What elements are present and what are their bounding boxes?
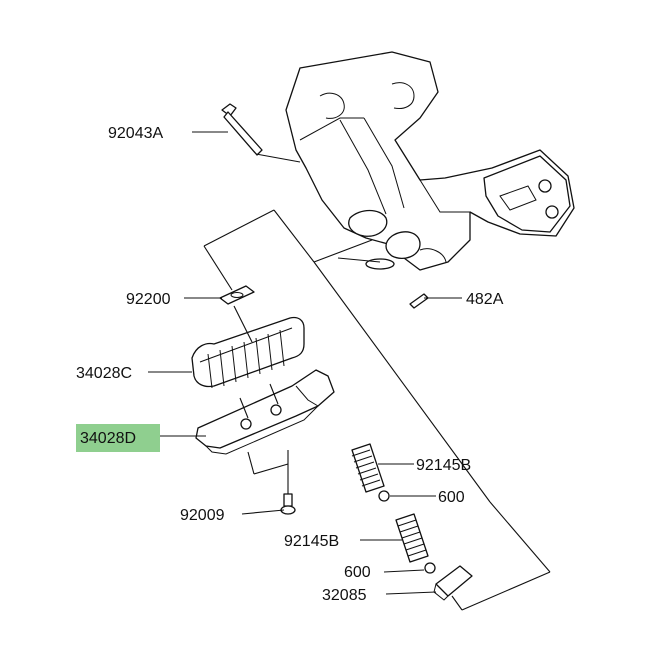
label-34028D: 34028D [80,430,136,447]
label-600-lower: 600 [344,564,371,581]
label-92200: 92200 [126,291,171,308]
part-labels: 92043A 92200 34028C 34028D 92009 92145B … [76,125,504,604]
label-92043A: 92043A [108,125,163,142]
assembly-lines [203,209,551,611]
bolt-92043A [221,103,301,163]
label-92145B-upper: 92145B [416,457,471,474]
label-32085: 32085 [322,587,367,604]
label-92145B-lower: 92145B [284,533,339,550]
cotter-pin-482A [409,293,429,309]
label-34028C: 34028C [76,365,132,382]
footpeg-34028D [195,369,335,455]
washer-92200 [219,285,255,305]
spring-upper-92145B [351,443,385,493]
footpeg-bracket [285,51,575,271]
spring-lower-92145B [395,513,429,563]
detent-plate-32085 [433,565,473,601]
label-600-upper: 600 [438,489,465,506]
leader-lines [148,131,462,595]
footpeg-rubber-34028C [191,316,305,389]
screw-92009 [280,493,296,515]
ball-lower-600 [424,562,436,574]
label-482A: 482A [466,291,504,308]
label-92009: 92009 [180,507,225,524]
ball-upper-600 [378,490,390,502]
highlight-box [76,424,160,452]
